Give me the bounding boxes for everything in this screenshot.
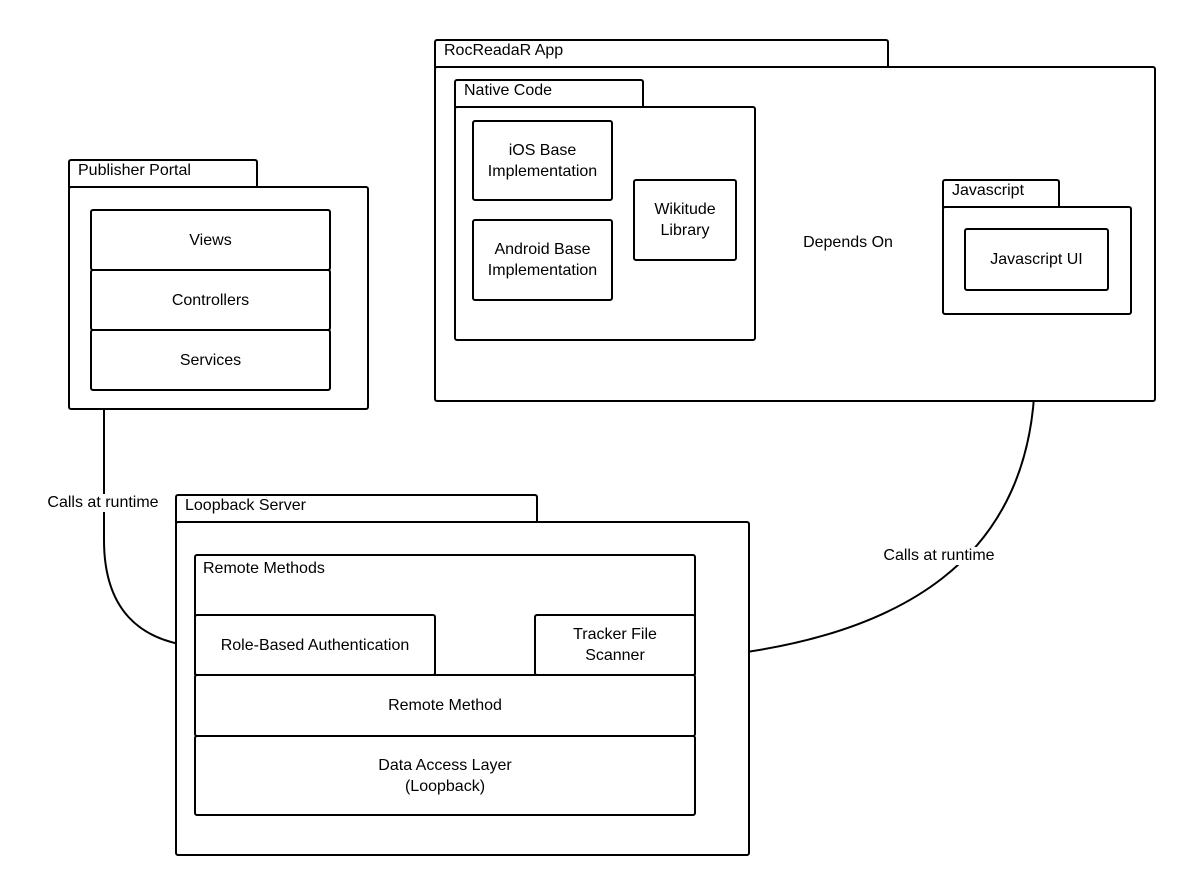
javascript-tab: Javascript (942, 179, 1060, 208)
portal-calls-connector (103, 390, 194, 654)
ios-base-box: iOS Base Implementation (472, 120, 613, 201)
services-box: Services (90, 329, 331, 391)
views-box: Views (90, 209, 331, 271)
rocreadar-app-tab: RocReadaR App (434, 39, 889, 68)
android-base-box: Android Base Implementation (472, 219, 613, 301)
loopback-server-label: Loopback Server (185, 497, 306, 514)
depends-on-label: Depends On (801, 234, 895, 252)
rocreadar-app-label: RocReadaR App (444, 42, 564, 59)
controllers-box: Controllers (90, 269, 331, 331)
native-code-label: Native Code (464, 82, 553, 99)
js-calls-connector (694, 314, 1036, 666)
loopback-server-tab: Loopback Server (175, 494, 538, 523)
remote-methods-label: Remote Methods (203, 560, 325, 577)
tracker-file-scanner-box: Tracker File Scanner (534, 614, 696, 676)
remote-method-box: Remote Method (194, 674, 696, 737)
publisher-portal-tab: Publisher Portal (68, 159, 258, 188)
javascript-label: Javascript (952, 182, 1025, 199)
javascript-ui-box: Javascript UI (964, 228, 1109, 291)
publisher-portal-label: Publisher Portal (78, 162, 191, 179)
data-access-layer-box: Data Access Layer (Loopback) (194, 735, 696, 816)
wikitude-library-box: Wikitude Library (633, 179, 737, 261)
portal-calls-label: Calls at runtime (45, 494, 161, 512)
role-based-authentication-box: Role-Based Authentication (194, 614, 436, 676)
native-code-tab: Native Code (454, 79, 644, 108)
js-calls-label: Calls at runtime (881, 547, 997, 565)
